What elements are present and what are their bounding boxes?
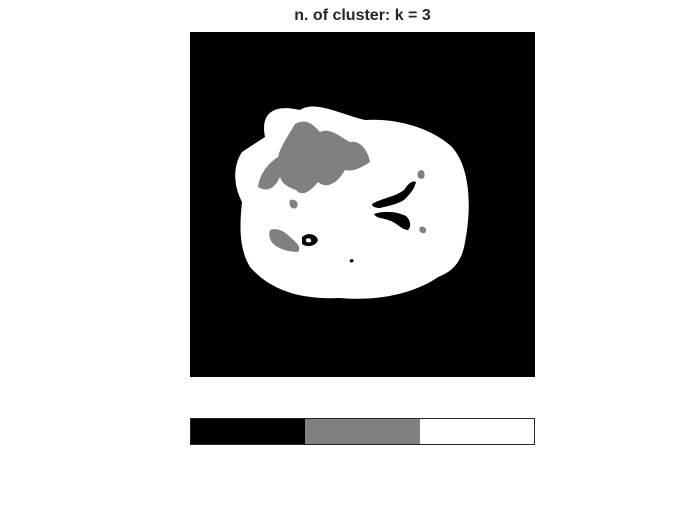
cluster-white-region: [235, 106, 469, 299]
cluster-gray-region-upper: [258, 121, 370, 194]
cluster-black-ventricle-right: [372, 181, 416, 208]
cluster-gray-region-small: [289, 199, 298, 209]
cluster-gray-region-right: [417, 169, 425, 179]
figure-title: n. of cluster: k = 3: [294, 7, 431, 24]
colorbar-level-2: [305, 419, 420, 444]
clustered-image: [190, 32, 535, 377]
colorbar-level-3: [419, 419, 534, 444]
cluster-gray-region-lower: [269, 229, 300, 252]
segmentation-map: [190, 32, 535, 377]
colorbar-level-1: [191, 419, 306, 444]
colorbar: [190, 418, 535, 445]
